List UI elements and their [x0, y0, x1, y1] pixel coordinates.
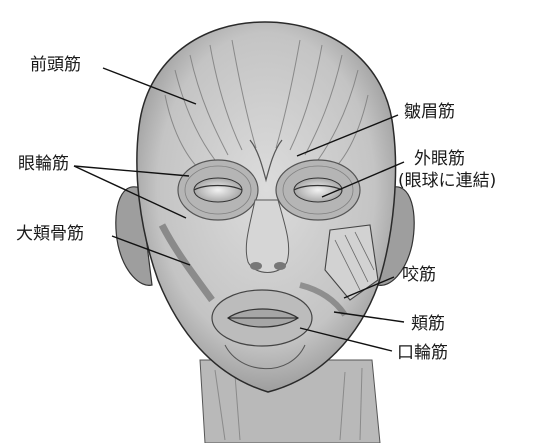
label-lateral-rectus-note: (眼球に連結) — [398, 171, 496, 191]
left-eye — [194, 178, 242, 202]
label-corrugator: 皺眉筋 — [404, 102, 455, 122]
label-orbicularis-oculi: 眼輪筋 — [18, 154, 69, 174]
label-orbicularis-oris: 口輪筋 — [397, 343, 448, 363]
right-eye — [294, 178, 342, 202]
label-lateral-rectus: 外眼筋 — [414, 149, 465, 169]
label-zygomaticus-major: 大頬骨筋 — [16, 224, 84, 244]
label-buccinator: 頬筋 — [411, 314, 445, 334]
label-frontalis: 前頭筋 — [30, 55, 81, 75]
label-masseter: 咬筋 — [402, 265, 436, 285]
